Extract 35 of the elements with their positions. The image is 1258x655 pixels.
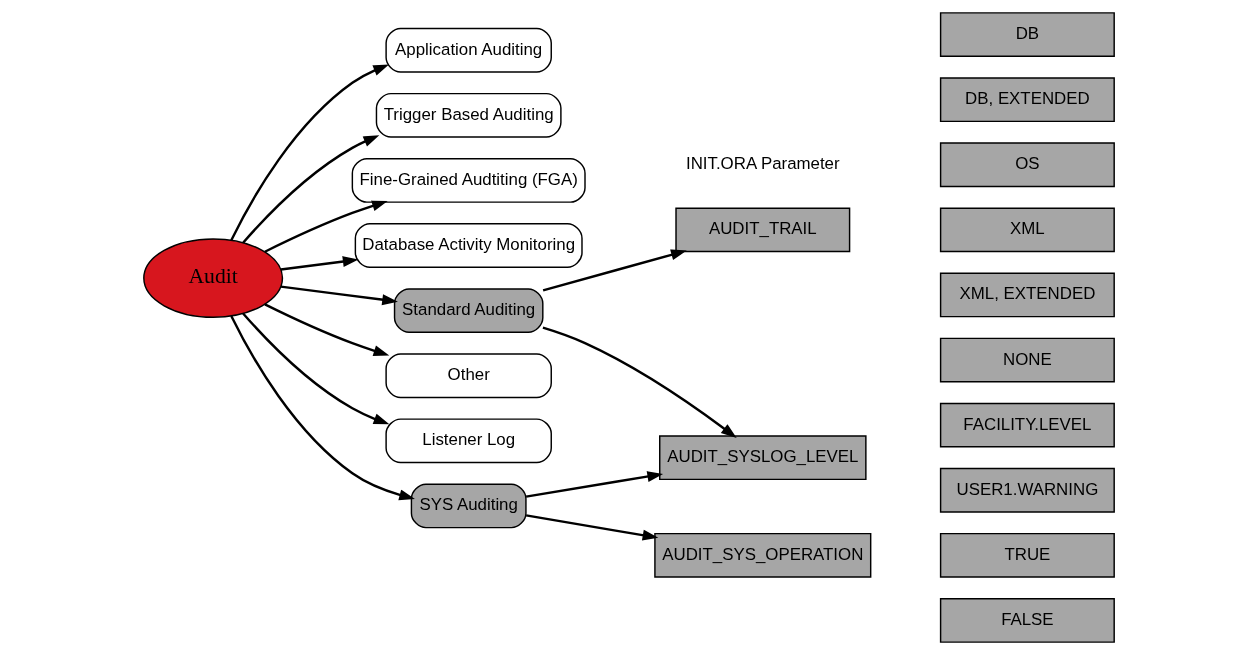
node-box: TRUE [939, 532, 1115, 578]
node-box: USER1.WARNING [939, 467, 1115, 513]
label: INIT.ORA Parameter [685, 154, 840, 174]
arrow [242, 135, 380, 244]
node-box: Other [385, 353, 552, 399]
node-box: AUDIT_SYS_OPERATION [654, 532, 872, 578]
arrow [230, 64, 390, 241]
node-box: Fine-Grained Audtiting (FGA) [351, 158, 586, 203]
node-box: NONE [939, 337, 1115, 383]
node-box: FACILITY.LEVEL [939, 402, 1115, 448]
arrow [242, 312, 390, 425]
arrow [542, 249, 687, 292]
node-box: FALSE [939, 598, 1115, 643]
arrow [280, 285, 398, 306]
node-box: Standard Auditing [393, 288, 544, 334]
node-box: XML [939, 207, 1115, 253]
arrow [542, 326, 737, 438]
node-box: SYS Auditing [410, 483, 527, 529]
node-box: DB [939, 12, 1115, 57]
node-box: Database Activity Monitoring [354, 223, 583, 268]
node-box: AUDIT_SYSLOG_LEVEL [659, 435, 867, 481]
arrow [264, 200, 388, 253]
node-ellipse: Audit [143, 238, 284, 318]
arrow [230, 315, 415, 501]
arrow [280, 256, 359, 271]
arrow [525, 514, 659, 541]
node-box: AUDIT_TRAIL [675, 207, 851, 253]
node-box: Trigger Based Auditing [375, 92, 562, 138]
node-box: Application Auditing [385, 27, 552, 73]
node-box: Listener Log [385, 418, 552, 464]
node-box: XML, EXTENDED [939, 272, 1115, 318]
node-box: OS [939, 142, 1115, 188]
arrow [264, 303, 390, 357]
node-box: DB, EXTENDED [939, 77, 1115, 123]
arrow [525, 471, 664, 498]
